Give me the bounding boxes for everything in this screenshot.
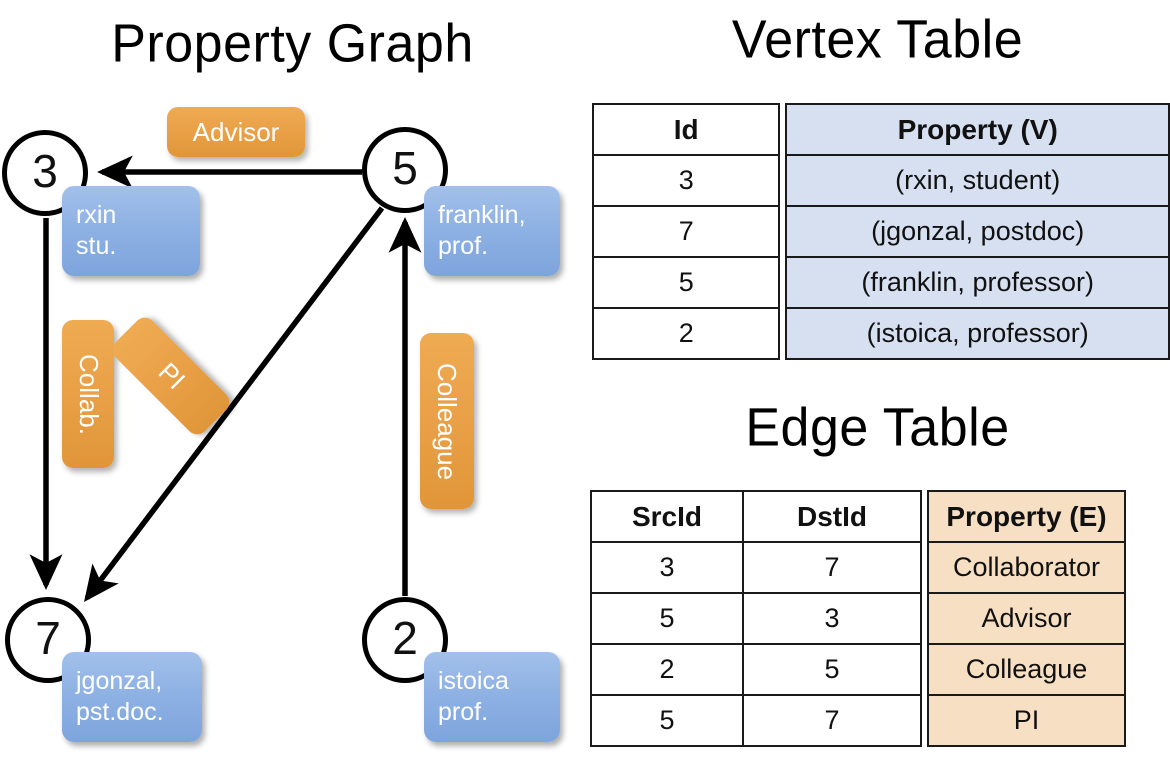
table-row: 7 (jgonzal, postdoc) (591, 205, 1170, 258)
graph-node-5[interactable]: 5 (362, 127, 448, 213)
vertex-cell-id: 5 (591, 256, 781, 309)
vertex-cell-id: 7 (591, 205, 781, 258)
edge-table-column-gap (921, 542, 928, 593)
vertex-table-column-gap (779, 155, 786, 206)
edge-cell-dstid: 7 (742, 541, 922, 594)
edge-table-column-gap (921, 491, 928, 542)
table-row: 3 7 Collaborator (590, 541, 1126, 594)
edge-table-header-row: SrcId DstId Property (E) (590, 490, 1126, 543)
vertex-table: Id Property (V) 3 (rxin, student) 7 (jgo… (591, 103, 1170, 360)
property-graph-panel: Property Graph 3 5 7 (2, 13, 560, 742)
edge-label-colleague-text: Colleague (432, 362, 463, 480)
graph-node-2[interactable]: 2 (362, 597, 448, 683)
page-title-property-graph: Property Graph (111, 13, 474, 75)
vertex-cell-property: (istoica, professor) (785, 307, 1170, 360)
node-property-2-line1: istoica (438, 666, 509, 695)
edge-table-header-dstid: DstId (742, 490, 922, 543)
node-property-box-3: rxin stu. (62, 186, 200, 276)
edge-label-colleague: Colleague (420, 333, 474, 509)
graph-edges-svg (29, 155, 422, 602)
edge-arrow-pi (84, 206, 385, 602)
edge-cell-srcid: 3 (590, 541, 744, 594)
edge-cell-property: PI (927, 694, 1126, 747)
table-row: 2 5 Colleague (590, 643, 1126, 696)
table-row: 5 7 PI (590, 694, 1126, 747)
vertex-cell-property: (jgonzal, postdoc) (785, 205, 1170, 258)
node-property-box-2: istoica prof. (424, 652, 560, 742)
edge-label-advisor-text: Advisor (192, 116, 280, 147)
node-property-7-line1: jgonzal, (76, 666, 163, 695)
table-row: 3 (rxin, student) (591, 154, 1170, 207)
node-property-3-line2: stu. (76, 232, 117, 260)
graph-node-3-label: 3 (32, 145, 58, 197)
graph-node-2-label: 2 (392, 612, 418, 664)
vertex-table-header-property: Property (V) (785, 103, 1170, 156)
edge-table: SrcId DstId Property (E) 3 7 Collaborato… (590, 490, 1126, 747)
node-property-box-5: franklin, prof. (424, 186, 560, 276)
edge-label-collab-text: Collab. (73, 353, 104, 435)
vertex-table-column-gap (779, 206, 786, 257)
vertex-table-column-gap (779, 257, 786, 308)
edge-cell-dstid: 7 (742, 694, 922, 747)
edge-table-header-property: Property (E) (927, 490, 1126, 543)
graph-node-7-label: 7 (35, 612, 61, 664)
node-property-2-line2: prof. (438, 698, 489, 726)
edge-label-advisor: Advisor (167, 107, 305, 157)
page-title-edge-table: Edge Table (745, 397, 1010, 459)
page-title-vertex-table: Vertex Table (731, 9, 1024, 71)
edge-cell-dstid: 5 (742, 643, 922, 696)
node-property-3-line1: rxin (76, 200, 117, 229)
edge-cell-property: Collaborator (927, 541, 1126, 594)
node-property-box-7: jgonzal, pst.doc. (62, 652, 202, 742)
vertex-cell-id: 2 (591, 307, 781, 360)
edge-label-collab: Collab. (62, 320, 114, 468)
graph-node-5-label: 5 (392, 142, 418, 194)
table-row: 5 3 Advisor (590, 592, 1126, 645)
node-property-5-line2: prof. (438, 232, 489, 260)
vertex-cell-property: (rxin, student) (785, 154, 1170, 207)
vertex-cell-id: 3 (591, 154, 781, 207)
vertex-cell-property: (franklin, professor) (785, 256, 1170, 309)
edge-table-header-srcid: SrcId (590, 490, 744, 543)
vertex-table-header-row: Id Property (V) (591, 103, 1170, 156)
table-row: 2 (istoica, professor) (591, 307, 1170, 360)
edge-cell-property: Advisor (927, 592, 1126, 645)
edge-table-column-gap (921, 644, 928, 695)
table-row: 5 (franklin, professor) (591, 256, 1170, 309)
node-property-5-line1: franklin, (438, 200, 526, 229)
edge-table-column-gap (921, 593, 928, 644)
vertex-table-header-id: Id (591, 103, 781, 156)
edge-cell-srcid: 5 (590, 592, 744, 645)
vertex-table-column-gap (779, 104, 786, 155)
node-property-7-line2: pst.doc. (76, 698, 164, 726)
edge-cell-srcid: 2 (590, 643, 744, 696)
vertex-table-column-gap (779, 308, 786, 359)
edge-table-column-gap (921, 695, 928, 746)
edge-cell-property: Colleague (927, 643, 1126, 696)
edge-cell-srcid: 5 (590, 694, 744, 747)
edge-label-pi-text: PI (152, 356, 191, 395)
edge-cell-dstid: 3 (742, 592, 922, 645)
